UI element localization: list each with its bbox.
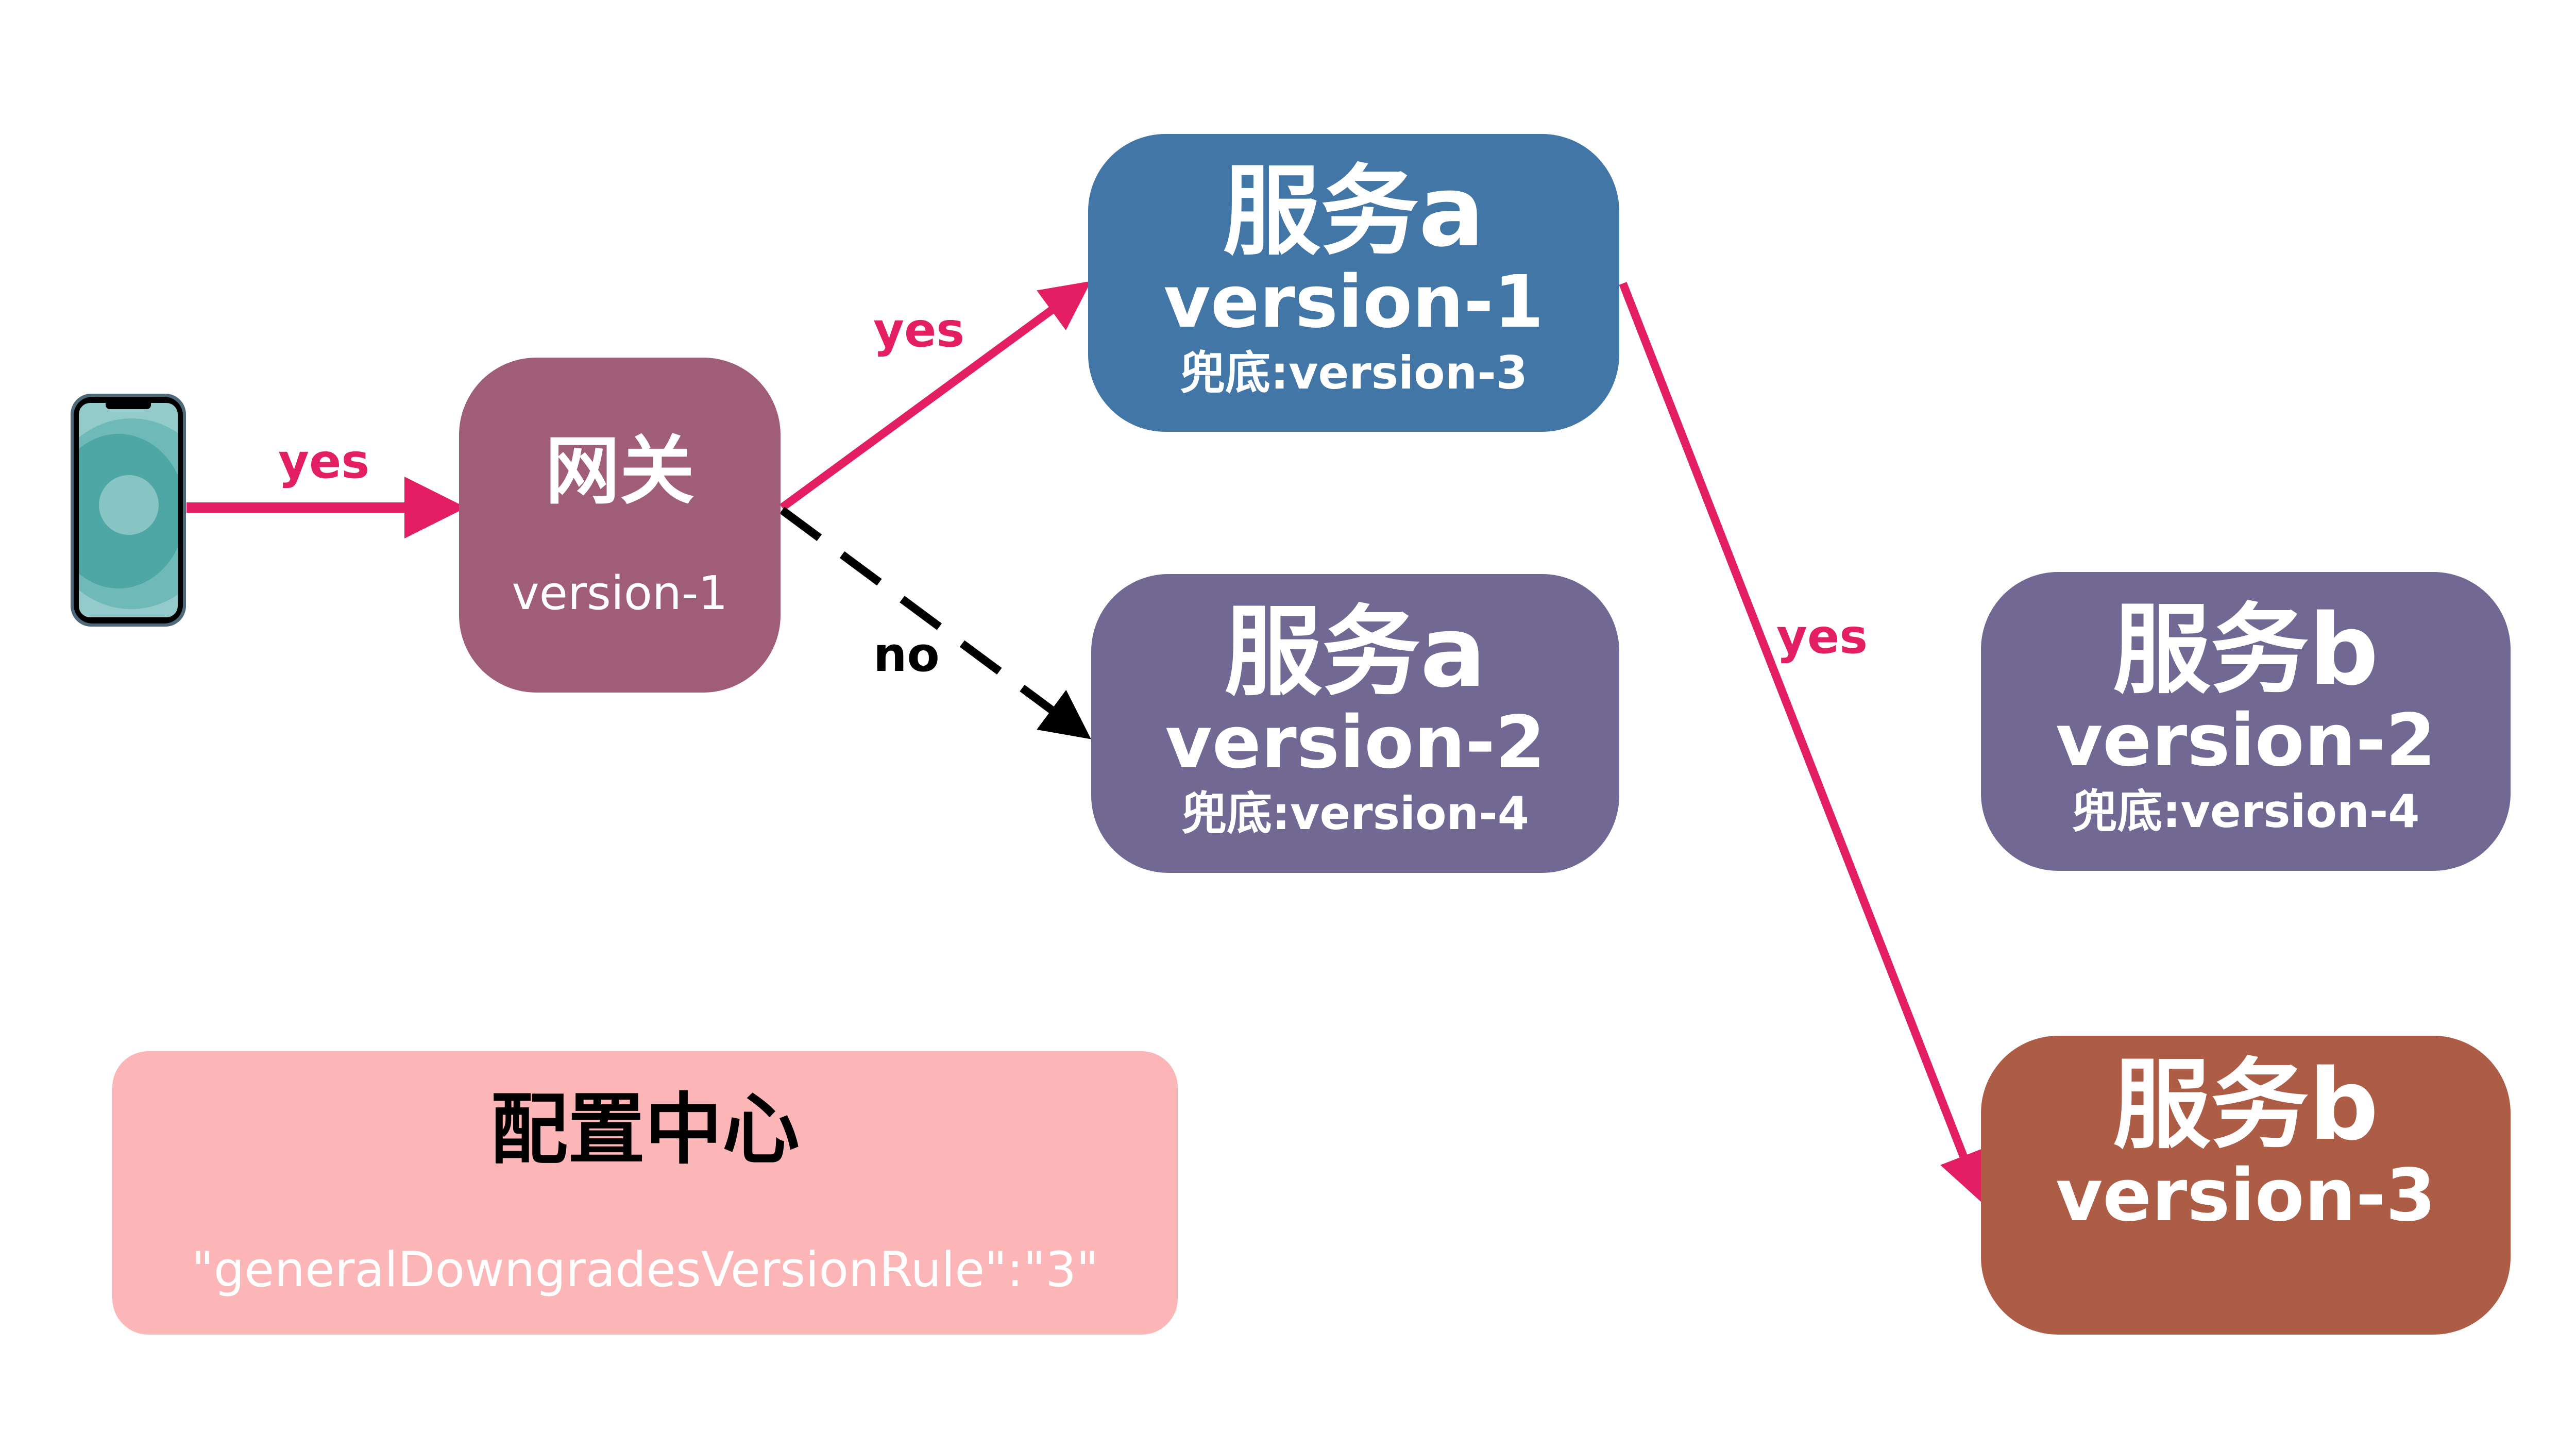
edge-gateway-to-service-a-v2 <box>779 507 1091 739</box>
edge-label-gateway-service-a-v2: no <box>873 627 940 682</box>
client-phone <box>70 393 187 628</box>
gateway-version: version-1 <box>512 566 728 620</box>
service-a-v2-node: 服务a version-2 兜底:version-4 <box>1091 574 1619 873</box>
service-a-v1-node: 服务a version-1 兜底:version-3 <box>1088 134 1619 432</box>
service-b-v3-title: 服务b <box>2112 1048 2379 1162</box>
edge-gateway-to-service-a-v1 <box>779 281 1091 511</box>
service-a-v1-fallback: 兜底:version-3 <box>1179 346 1528 400</box>
config-center-rule: "generalDowngradesVersionRule":"3" <box>191 1242 1099 1298</box>
service-a-v1-title: 服务a <box>1223 155 1485 269</box>
service-a-v2-version: version-2 <box>1165 701 1546 785</box>
service-b-v3-version: version-3 <box>2056 1154 2436 1238</box>
gateway-title: 网关 <box>545 427 694 515</box>
service-b-v2-node: 服务b version-2 兜底:version-4 <box>1981 572 2511 871</box>
edge-service-a-v1-to-service-b-v3 <box>1619 282 1987 1202</box>
service-a-v2-fallback: 兜底:version-4 <box>1181 787 1530 840</box>
config-center-node: 配置中心 "generalDowngradesVersionRule":"3" <box>112 1051 1178 1335</box>
smartphone-icon <box>71 394 186 627</box>
service-a-v2-title: 服务a <box>1224 595 1486 710</box>
config-center-title: 配置中心 <box>490 1085 800 1175</box>
service-b-v2-version: version-2 <box>2056 699 2436 783</box>
edge-label-gateway-service-a-v1: yes <box>873 302 965 358</box>
service-b-v3-node: 服务b version-3 <box>1981 1036 2511 1335</box>
gateway-node: 网关 version-1 <box>459 358 781 693</box>
service-a-v1-version: version-1 <box>1163 260 1544 345</box>
edge-label-client-gateway: yes <box>278 434 370 489</box>
service-b-v2-title: 服务b <box>2112 593 2379 707</box>
edge-label-service-a-v1-service-b-v3: yes <box>1776 609 1868 664</box>
service-b-v2-fallback: 兜底:version-4 <box>2072 785 2420 838</box>
